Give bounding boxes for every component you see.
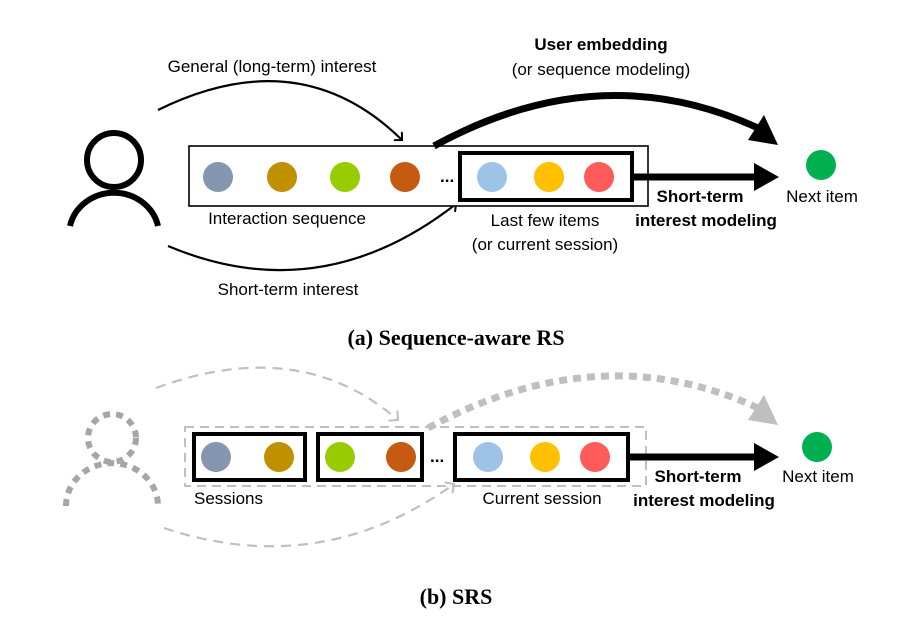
item-dot xyxy=(584,162,614,192)
next-item-dot-b xyxy=(802,432,832,462)
caption-a: (a) Sequence-aware RS xyxy=(347,325,564,350)
short-term-interest-arrow-faded xyxy=(163,484,454,548)
short-term-modeling-label-b1: Short-term xyxy=(655,467,742,486)
general-interest-arrow xyxy=(157,80,402,140)
short-term-interest-label: Short-term interest xyxy=(218,280,359,299)
item-dot xyxy=(477,162,507,192)
ellipsis: ... xyxy=(440,167,454,186)
user-embedding-arrowhead xyxy=(748,115,778,145)
item-dot xyxy=(580,442,610,472)
user-embedding-arrow-faded xyxy=(426,372,760,432)
user-embedding-label: User embedding xyxy=(534,35,667,54)
item-dot xyxy=(264,442,294,472)
session-1-items xyxy=(201,442,294,472)
current-session-label: Current session xyxy=(482,489,601,508)
user-icon-dashed xyxy=(63,411,161,507)
sequence-box-faded xyxy=(184,426,647,487)
short-term-interest-arrow xyxy=(167,204,456,272)
item-dot xyxy=(325,442,355,472)
sessions-label: Sessions xyxy=(194,489,263,508)
next-item-dot xyxy=(806,150,836,180)
user-embedding-sublabel: (or sequence modeling) xyxy=(512,60,691,79)
short-term-modeling-label-2: interest modeling xyxy=(635,211,777,230)
item-dot xyxy=(201,442,231,472)
short-term-modeling-label-1: Short-term xyxy=(657,187,744,206)
next-item-label-b: Next item xyxy=(782,467,854,486)
user-icon xyxy=(67,130,161,227)
item-dot xyxy=(386,442,416,472)
caption-b: (b) SRS xyxy=(420,584,493,609)
item-dot xyxy=(473,442,503,472)
short-term-modeling-label-b2: interest modeling xyxy=(633,491,775,510)
panel-a: General (long-term) interest Short-term … xyxy=(67,35,858,350)
general-interest-arrow-faded xyxy=(155,366,398,420)
user-embedding-arrow xyxy=(432,92,760,150)
short-term-modeling-arrowhead-b xyxy=(754,443,779,471)
recent-items xyxy=(477,162,614,192)
item-dot xyxy=(330,162,360,192)
user-embedding-arrowhead-faded xyxy=(748,395,778,425)
sequence-items xyxy=(203,162,420,192)
interaction-sequence-label: Interaction sequence xyxy=(208,209,366,228)
general-interest-label: General (long-term) interest xyxy=(168,57,377,76)
last-items-sublabel: (or current session) xyxy=(472,235,618,254)
item-dot xyxy=(534,162,564,192)
item-dot xyxy=(203,162,233,192)
session-2-items xyxy=(325,442,416,472)
item-dot xyxy=(267,162,297,192)
last-items-label: Last few items xyxy=(491,211,600,230)
current-session-items xyxy=(473,442,610,472)
ellipsis-b: ... xyxy=(430,447,444,466)
short-term-modeling-arrowhead xyxy=(754,163,779,191)
item-dot xyxy=(530,442,560,472)
panel-b: ... Sessions Current session Short-term … xyxy=(63,366,854,609)
next-item-label: Next item xyxy=(786,187,858,206)
item-dot xyxy=(390,162,420,192)
